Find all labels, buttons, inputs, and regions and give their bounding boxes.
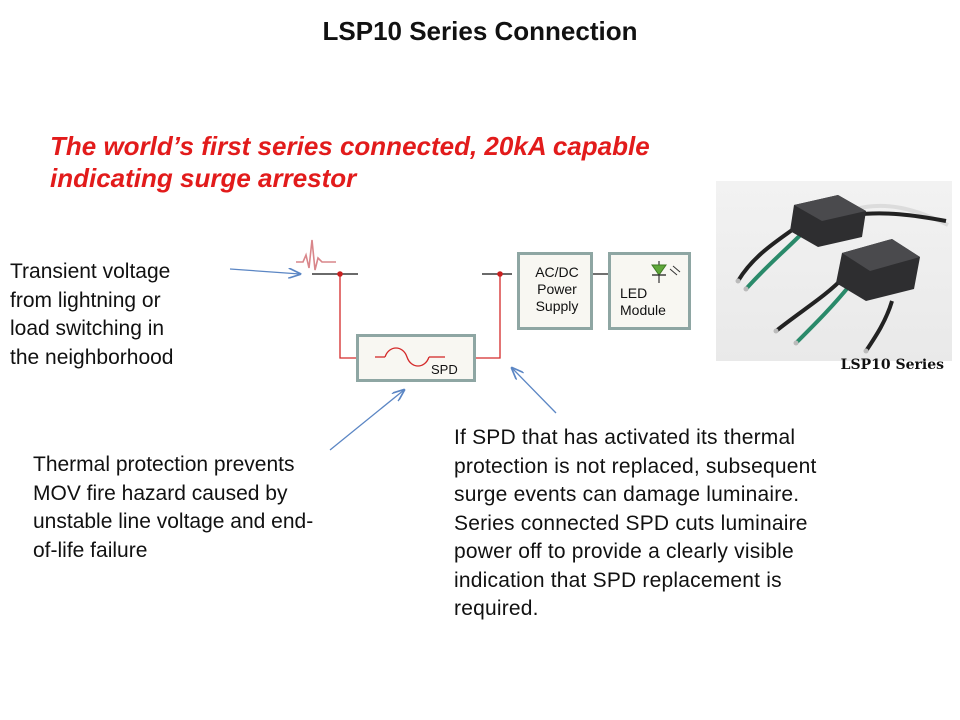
label-line: Power [528, 281, 586, 298]
label-line: Module [620, 302, 666, 319]
label-line: Supply [528, 298, 586, 315]
label-line: LED [620, 285, 666, 302]
transient-arrow [230, 269, 300, 274]
label-line: AC/DC [528, 264, 586, 281]
series-loop-wire [476, 274, 500, 358]
led-module: LED Module [608, 252, 691, 330]
junction-dot [497, 271, 503, 277]
junction-dot [337, 271, 343, 277]
led-module-label: LED Module [620, 285, 666, 319]
thermal-arrow [330, 390, 404, 450]
spd-label: SPD [431, 361, 458, 378]
product-photo [716, 181, 952, 361]
series-loop-wire [340, 274, 356, 358]
lsp10-device-illustration [716, 181, 952, 361]
spd-box: SPD [356, 334, 476, 382]
spd-arrow [512, 368, 556, 413]
surge-pulse-icon [296, 240, 336, 270]
photo-caption: LSP10 Series [716, 357, 944, 373]
ac-dc-power-supply: AC/DC Power Supply [517, 252, 593, 330]
power-supply-label: AC/DC Power Supply [528, 264, 586, 315]
